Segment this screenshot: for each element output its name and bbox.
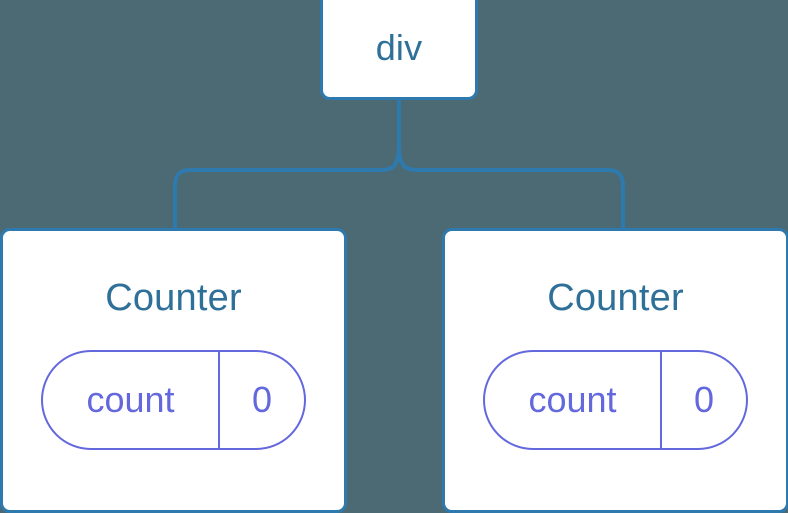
state-pill-left[interactable]: count 0: [41, 350, 306, 450]
state-value-right: 0: [693, 379, 715, 420]
connector-branch-left: [173, 145, 401, 228]
connector-lines: [173, 100, 625, 228]
node-div[interactable]: div: [320, 0, 478, 100]
node-counter-right[interactable]: Counter count 0: [442, 228, 788, 513]
state-pill-right[interactable]: count 0: [483, 350, 748, 450]
node-counter-left-label: Counter: [105, 277, 242, 319]
connector-branch-right: [397, 145, 625, 228]
state-key-left: count: [43, 352, 220, 448]
node-counter-left[interactable]: Counter count 0: [0, 228, 347, 513]
state-value-left: 0: [251, 379, 273, 420]
node-counter-right-label: Counter: [547, 277, 684, 319]
node-div-label: div: [375, 27, 423, 68]
state-key-right: count: [485, 352, 662, 448]
